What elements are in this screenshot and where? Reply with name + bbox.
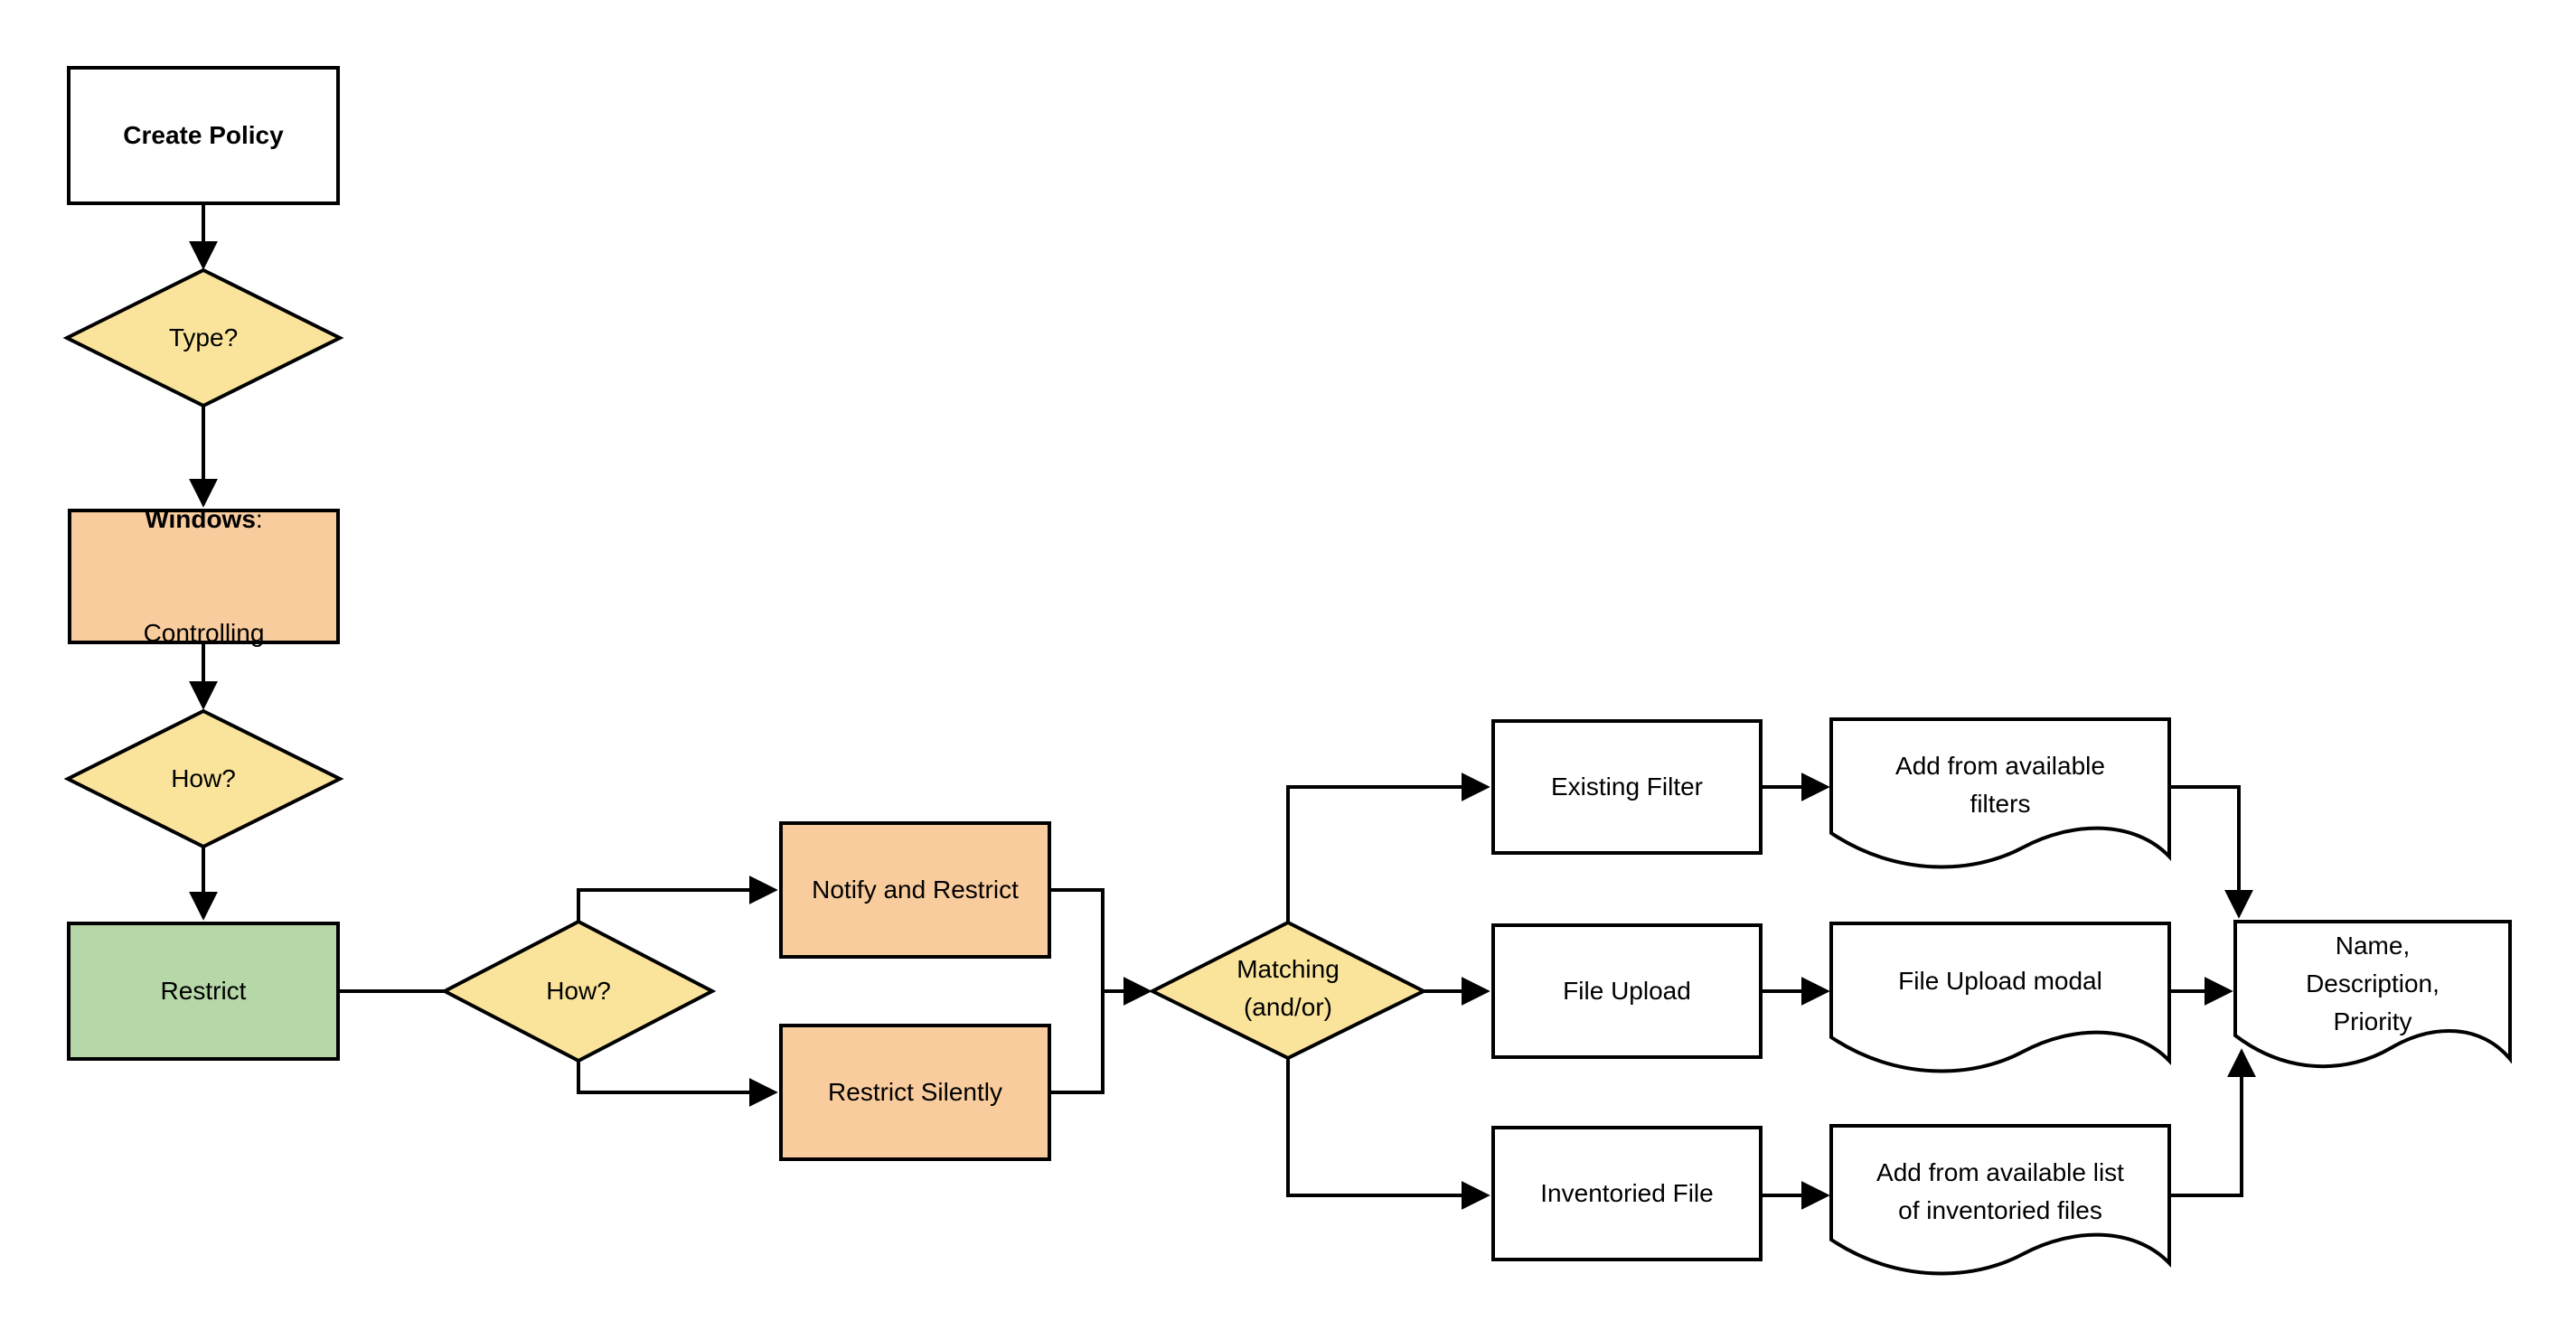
document-name-description-priority — [2233, 920, 2512, 1069]
doc-inventoried-label: Add from available list of inventoried f… — [1876, 1158, 2124, 1224]
how-decision-2-label: How? — [546, 977, 611, 1005]
diamond-type-decision — [62, 267, 344, 408]
diamond-matching-decision — [1148, 920, 1428, 1061]
windows-controlling-label: Windows: Controlling — [143, 505, 265, 647]
restrict-silently-label: Restrict Silently — [828, 1078, 1002, 1106]
document-file-upload-modal — [1829, 922, 2171, 1073]
type-decision-label: Type? — [168, 323, 239, 351]
diamond-how-decision-1 — [63, 708, 344, 849]
existing-filter-label: Existing Filter — [1550, 773, 1704, 801]
doc-file-upload-modal-label: File Upload modal — [1898, 967, 2102, 995]
matching-decision-label: Matching (and/or) — [1236, 955, 1340, 1021]
connector-doc-inventoried-to-name — [2169, 1048, 2256, 1197]
connector-how2-to-notify — [577, 876, 778, 922]
doc-filters-label: Add from available filters — [1895, 752, 2105, 818]
node-inventoried-file: Inventoried File — [1491, 1126, 1763, 1261]
connector-silently-to-merge — [1051, 991, 1105, 1094]
node-file-upload: File Upload — [1491, 923, 1763, 1059]
restrict-label: Restrict — [160, 977, 247, 1005]
file-upload-label: File Upload — [1563, 977, 1691, 1005]
node-restrict-silently: Restrict Silently — [779, 1024, 1051, 1161]
how-decision-1-label: How? — [171, 764, 236, 792]
node-restrict: Restrict — [67, 922, 340, 1061]
connector-how2-to-silently — [577, 1061, 778, 1107]
notify-and-restrict-label: Notify and Restrict — [812, 876, 1019, 904]
create-policy-label: Create Policy — [123, 121, 284, 149]
inventoried-file-label: Inventoried File — [1540, 1179, 1714, 1207]
node-existing-filter: Existing Filter — [1491, 719, 1763, 855]
node-notify-and-restrict: Notify and Restrict — [779, 821, 1051, 959]
diamond-how-decision-2 — [440, 919, 717, 1063]
node-create-policy: Create Policy — [67, 66, 340, 205]
connector-matching-to-existing-filter — [1286, 773, 1490, 923]
document-add-from-inventoried — [1829, 1124, 2171, 1276]
doc-name-description-priority-label: Name, Description, Priority — [2306, 932, 2440, 1035]
connector-doc-filters-to-name — [2169, 785, 2253, 919]
connector-matching-to-inventoried-file — [1286, 1058, 1490, 1210]
node-windows-controlling: Windows: Controlling — [68, 505, 340, 647]
document-add-from-available-filters — [1829, 717, 2171, 869]
connector-notify-to-merge — [1051, 888, 1105, 991]
